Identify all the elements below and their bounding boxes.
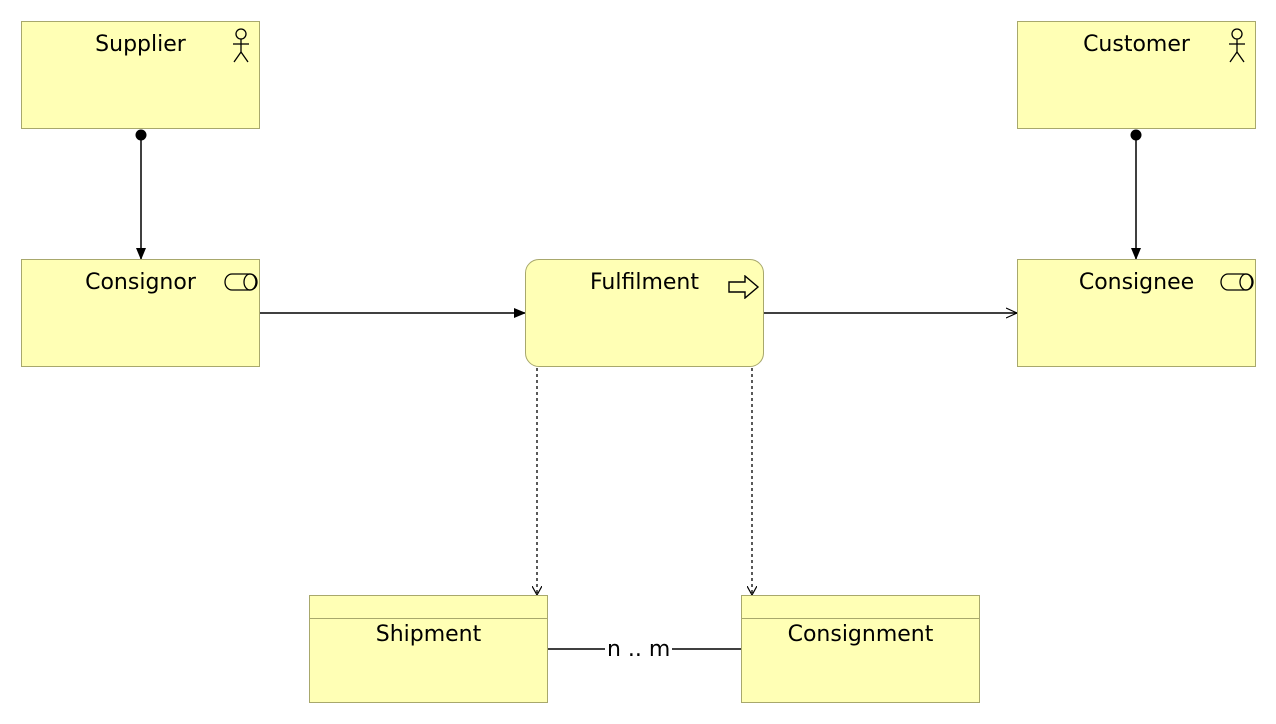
consignment-business-object[interactable]: Consignment [741,595,980,703]
fulfilment-business-process[interactable]: Fulfilment [525,259,764,367]
process-arrow-icon [728,275,760,299]
object-header-band [742,596,979,619]
consignee-label: Consignee [1078,270,1195,295]
customer-label: Customer [1083,32,1190,57]
actor-icon [1229,28,1245,63]
consignee-business-role[interactable]: Consignee [1017,259,1256,367]
role-icon [224,273,258,291]
customer-business-actor[interactable]: Customer [1017,21,1256,129]
consignment-label: Consignment [787,622,934,647]
shipment-label: Shipment [375,622,482,647]
consignor-business-role[interactable]: Consignor [21,259,260,367]
object-header-band [310,596,547,619]
shipment-business-object[interactable]: Shipment [309,595,548,703]
supplier-business-actor[interactable]: Supplier [21,21,260,129]
consignor-label: Consignor [85,270,196,295]
actor-icon [233,28,249,63]
assignment-customer-consignee[interactable] [1130,129,1142,260]
fulfilment-label: Fulfilment [589,270,699,295]
assignment-supplier-consignor[interactable] [135,129,147,260]
association-multiplicity-label: n .. m [605,637,673,662]
role-icon [1220,273,1254,291]
supplier-label: Supplier [95,32,186,57]
